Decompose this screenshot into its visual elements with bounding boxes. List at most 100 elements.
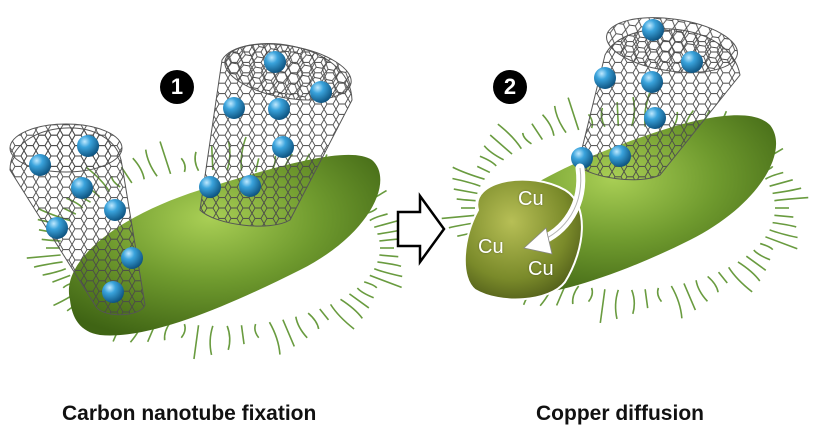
copper-sphere	[104, 199, 126, 221]
pilus	[132, 157, 145, 180]
pilus	[772, 221, 797, 228]
pilus	[377, 261, 402, 267]
pilus	[630, 289, 636, 315]
copper-label: Cu	[528, 258, 554, 280]
pilus	[707, 275, 719, 293]
pilus	[541, 114, 555, 136]
pilus	[180, 323, 186, 339]
copper-sphere	[272, 136, 294, 158]
copper-sphere	[571, 147, 593, 169]
pilus	[356, 287, 374, 299]
pilus	[379, 254, 399, 258]
copper-sphere	[29, 154, 51, 176]
pilus	[144, 149, 158, 177]
pilus	[33, 261, 63, 268]
pilus	[769, 179, 793, 187]
pilus	[717, 271, 728, 284]
pilus	[226, 325, 231, 351]
pilus	[644, 289, 649, 309]
copper-sphere	[102, 281, 124, 303]
copper-sphere	[594, 67, 616, 89]
copper-sphere	[46, 217, 68, 239]
copper-sphere	[609, 145, 631, 167]
caption-nanotube-fixation: Carbon nanotube fixation	[62, 402, 317, 425]
pilus	[497, 123, 523, 150]
pilus	[374, 220, 398, 229]
pilus	[656, 287, 663, 303]
pilus	[521, 132, 532, 145]
bacterium-body-left	[68, 154, 381, 336]
pilus	[369, 213, 388, 222]
copper-sphere	[199, 176, 221, 198]
curved-arrow-icon	[523, 163, 586, 255]
pilus	[483, 145, 505, 161]
pilus	[26, 254, 61, 259]
copper-spheres-left	[29, 51, 332, 303]
pilus	[209, 325, 214, 356]
copper-sphere	[71, 177, 93, 199]
pilus	[193, 325, 200, 360]
pilus	[567, 97, 580, 131]
pilus	[599, 289, 606, 324]
copper-label: Cu	[518, 188, 544, 210]
copper-sphere	[641, 71, 663, 93]
pilus	[453, 188, 478, 195]
pilus	[180, 157, 186, 173]
copper-sphere	[239, 175, 261, 197]
pilus	[254, 323, 260, 339]
caption-copper-diffusion: Copper diffusion	[536, 402, 704, 425]
pilus	[369, 274, 402, 289]
pilus	[456, 198, 476, 202]
pilus	[476, 165, 491, 174]
pilus	[774, 196, 809, 202]
copper-vesicle	[463, 178, 583, 301]
copper-sphere	[223, 97, 245, 119]
pilus	[587, 287, 594, 303]
pilus	[670, 285, 683, 319]
pilus	[683, 283, 697, 311]
pilus	[319, 308, 330, 321]
pilus	[452, 166, 485, 180]
pilus	[363, 281, 378, 289]
copper-sphere	[77, 135, 99, 157]
panel-nanotube-fixation	[9, 43, 414, 360]
pilus	[531, 123, 544, 141]
pilus	[765, 236, 798, 250]
copper-sphere	[644, 107, 666, 129]
pilus	[614, 289, 620, 320]
bacterium-left	[26, 136, 414, 360]
pilus	[759, 242, 774, 251]
pilus	[489, 134, 513, 155]
pilus	[194, 151, 200, 172]
copper-sphere	[642, 19, 664, 41]
pilus	[348, 293, 370, 309]
pilus	[772, 187, 802, 195]
copper-label: Cu	[478, 236, 504, 258]
panel-copper-diffusion	[441, 17, 809, 324]
copper-spheres-right	[571, 19, 703, 169]
pilus	[159, 141, 172, 175]
pilus	[441, 214, 476, 220]
pilus	[268, 321, 281, 355]
pilus	[282, 319, 296, 347]
pilus	[774, 214, 794, 218]
step-badge-1: 1	[160, 70, 194, 104]
pilus	[727, 266, 753, 293]
pilus	[737, 261, 761, 282]
pilus	[42, 268, 67, 276]
pilus	[764, 171, 784, 180]
pilus	[307, 312, 320, 330]
pilus	[329, 303, 355, 330]
pilus	[753, 249, 771, 261]
pilus	[340, 298, 363, 319]
pilus	[769, 229, 798, 239]
copper-sphere	[268, 98, 290, 120]
pilus	[571, 285, 580, 305]
copper-sphere	[264, 51, 286, 73]
pilus	[695, 280, 709, 302]
pilus	[295, 316, 308, 339]
arrow-right-icon	[396, 192, 446, 266]
pilus	[373, 268, 403, 278]
step-badge-2: 2	[493, 70, 527, 104]
